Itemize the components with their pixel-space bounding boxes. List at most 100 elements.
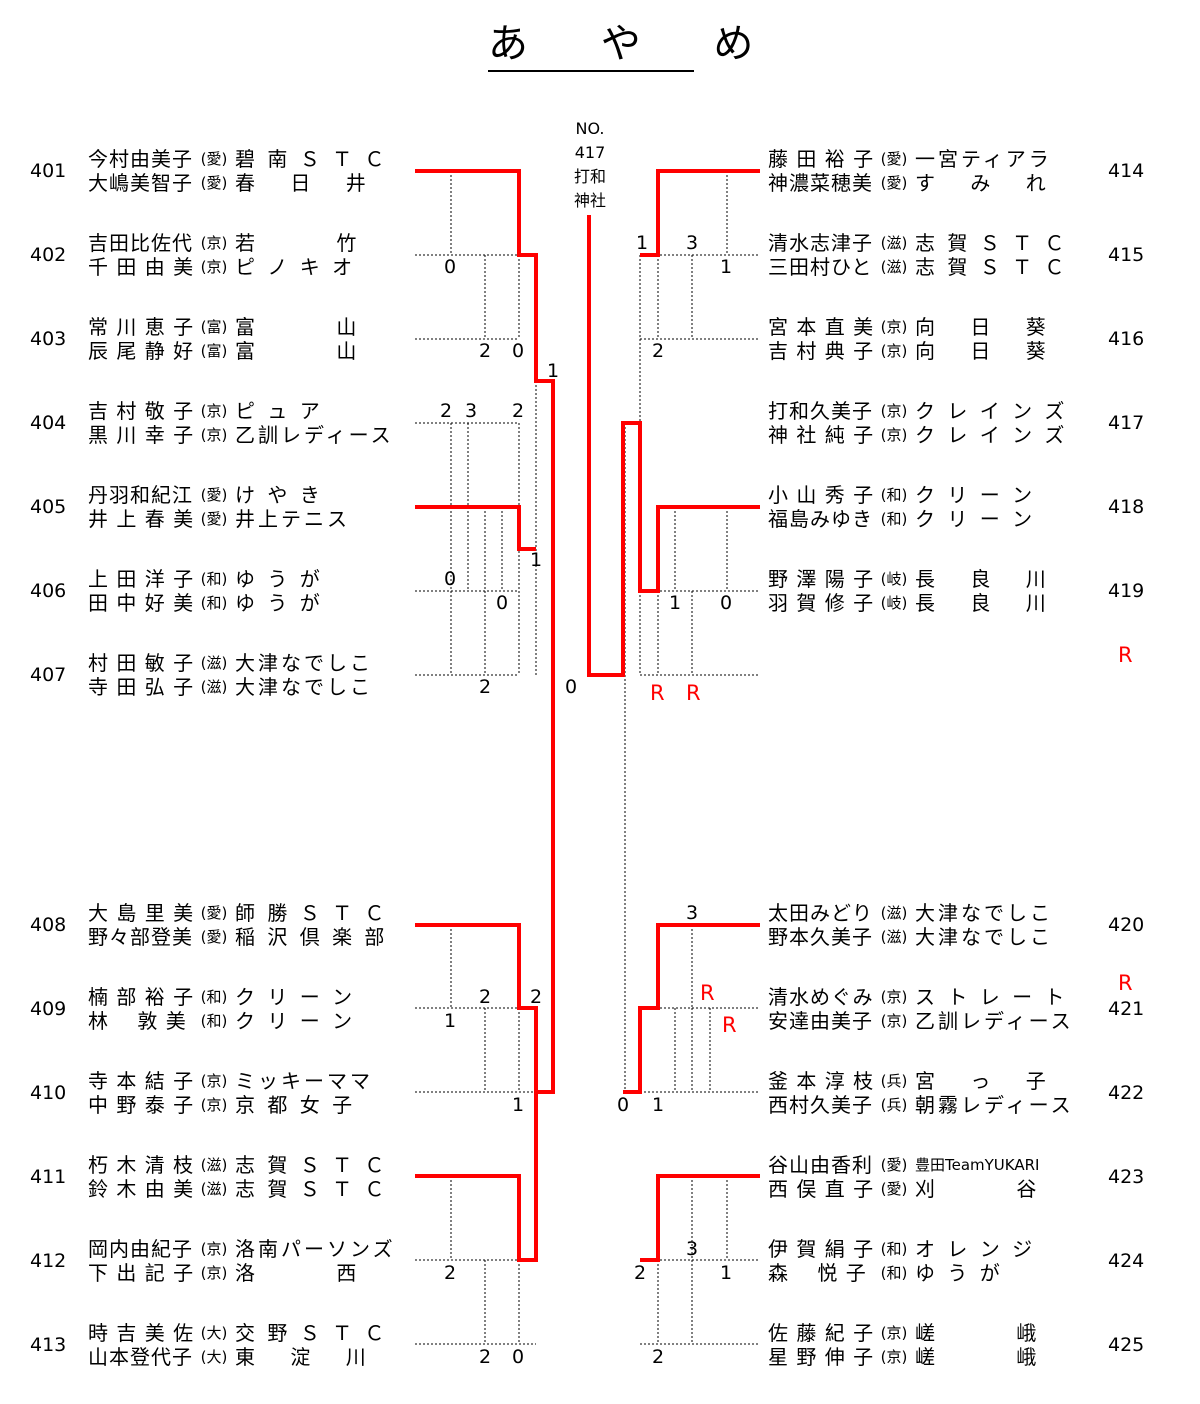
prefecture: (京)	[200, 1096, 228, 1114]
player-name: 三田村ひとみ	[768, 255, 873, 279]
player-row: 今村由美子(愛)碧 南 Ｓ Ｔ Ｃ	[88, 147, 413, 171]
club-name: 乙訓レディース	[235, 423, 394, 447]
final-winner-label-line: 打和	[573, 167, 606, 186]
match-score: 1	[547, 360, 560, 382]
entry-number: 411	[30, 1166, 67, 1188]
player-row: 太田みどり(滋)大津なでしこ	[768, 901, 1093, 925]
prefecture: (愛)	[880, 174, 908, 192]
match-score: 1	[669, 592, 682, 614]
club-name: 乙訓レディース	[915, 1009, 1074, 1033]
club-name: す み れ	[915, 171, 1049, 195]
prefecture: (京)	[880, 402, 908, 420]
prefecture: (愛)	[200, 510, 228, 528]
club-name: 稲 沢 倶 楽 部	[235, 925, 388, 949]
prefecture: (京)	[200, 1264, 228, 1282]
player-row: 佐 藤 紀 子(京)嵯 峨	[768, 1321, 1093, 1345]
club-name: ピ ュ ア	[235, 399, 323, 423]
entry-number: 406	[30, 580, 67, 602]
club-name: ミッキーママ	[235, 1069, 373, 1093]
match-score: 2	[652, 1346, 665, 1368]
prefecture: (和)	[880, 1264, 908, 1282]
club-name: 志 賀 Ｓ Ｔ Ｃ	[915, 255, 1068, 279]
club-name: 嵯 峨	[915, 1321, 1040, 1345]
player-row: 大嶋美智子(愛)春 日 井	[88, 171, 413, 195]
entry-number: 410	[30, 1082, 67, 1104]
player-name: 鈴 木 由 美	[88, 1177, 193, 1201]
club-name: 朝霧レディース	[915, 1093, 1074, 1117]
club-name: ピ ノ キ オ	[235, 255, 356, 279]
club-name: ゆ う が	[235, 591, 323, 615]
club-name: 向 日 葵	[915, 339, 1049, 363]
player-name: 佐 藤 紀 子	[768, 1321, 873, 1345]
player-row: 時 吉 美 佐(大)交 野 Ｓ Ｔ Ｃ	[88, 1321, 413, 1345]
entry-number: 402	[30, 244, 67, 266]
match-score: 0	[444, 568, 457, 590]
prefecture: (大)	[200, 1348, 228, 1366]
player-row: 中 野 泰 子(京)京 都 女 子	[88, 1093, 413, 1117]
entry-number: 405	[30, 496, 67, 518]
player-name: 下 出 記 子	[88, 1261, 193, 1285]
player-name: 野々部登美子	[88, 925, 193, 949]
player-row: 黒 川 幸 子(京)乙訓レディース	[88, 423, 413, 447]
match-score: 2	[444, 1262, 457, 1284]
prefecture: (和)	[200, 594, 228, 612]
club-name: 志 賀 Ｓ Ｔ Ｃ	[915, 231, 1068, 255]
player-name: 大 島 里 美	[88, 901, 193, 925]
player-row: 下 出 記 子(京)洛 西	[88, 1261, 413, 1285]
club-name: け や き	[235, 483, 323, 507]
club-name: 東 淀 川	[235, 1345, 369, 1369]
player-name: 吉 村 典 子	[768, 339, 873, 363]
retire-mark: R	[700, 981, 715, 1005]
prefecture: (京)	[200, 402, 228, 420]
player-row: 寺 本 結 子 (京) ミッキーママ	[88, 1069, 413, 1093]
club-name: ク リ ー ン	[235, 985, 356, 1009]
prefecture: (大)	[200, 1324, 228, 1342]
player-name: 辰 尾 静 好	[88, 339, 193, 363]
retire-mark: R	[722, 1013, 737, 1037]
match-score: 2	[479, 340, 492, 362]
club-name: 大津なでしこ	[235, 651, 373, 675]
club-name: 井上テニス	[235, 507, 350, 531]
player-row: 林 敦 美(和)ク リ ー ン	[88, 1009, 413, 1033]
player-name: 田 中 好 美	[88, 591, 193, 615]
player-name: 谷山由香利	[768, 1153, 873, 1177]
club-name: ク リ ー ン	[915, 483, 1036, 507]
player-row: 小 山 秀 子(和)ク リ ー ン	[768, 483, 1093, 507]
player-row: 千 田 由 美(京)ピ ノ キ オ	[88, 255, 413, 279]
player-row: 吉 村 敬 子(京)ピ ュ ア	[88, 399, 413, 423]
match-score: 0	[512, 1346, 525, 1368]
club-name: 刈 谷	[915, 1177, 1040, 1201]
match-score: 2	[530, 986, 543, 1008]
entry-number: 409	[30, 998, 67, 1020]
player-name: 小 山 秀 子	[768, 483, 873, 507]
prefecture: (和)	[880, 1240, 908, 1258]
final-winner-label-line: 417	[574, 143, 606, 162]
player-row: 井 上 春 美(愛)井上テニス	[88, 507, 413, 531]
player-row: 辰 尾 静 好(富)富 山	[88, 339, 413, 363]
player-name: 西村久美子	[768, 1093, 873, 1117]
player-name: 岡内由紀子	[88, 1237, 193, 1261]
prefecture: (兵)	[880, 1096, 908, 1114]
club-name: 一宮ティアラ	[915, 147, 1052, 171]
match-score: 2	[479, 1346, 492, 1368]
prefecture: (滋)	[200, 1156, 228, 1174]
player-name: 宮 本 直 美	[768, 315, 873, 339]
entry-number: 401	[30, 160, 67, 182]
final-winner-label-line: NO.	[575, 119, 605, 138]
player-name: 千 田 由 美	[88, 255, 193, 279]
player-name: 寺 本 結 子	[88, 1069, 193, 1093]
club-name: 洛南パーソンズ	[235, 1237, 395, 1261]
prefecture: (兵)	[880, 1072, 908, 1090]
prefecture: (京)	[200, 1072, 228, 1090]
prefecture: (京)	[880, 1348, 908, 1366]
match-score: 0	[444, 256, 457, 278]
player-row: 谷山由香利(愛)豊田TeamYUKARI	[768, 1153, 1093, 1177]
player-name: 上 田 洋 子	[88, 567, 193, 591]
club-name: 春 日 井	[235, 171, 369, 195]
player-row: 岡内由紀子(京)洛南パーソンズ	[88, 1237, 413, 1261]
prefecture: (滋)	[200, 678, 228, 696]
match-score: 2	[652, 340, 665, 362]
entry-number: 407	[30, 664, 67, 686]
club-name: ク リ ー ン	[915, 507, 1036, 531]
prefecture: (和)	[200, 570, 228, 588]
